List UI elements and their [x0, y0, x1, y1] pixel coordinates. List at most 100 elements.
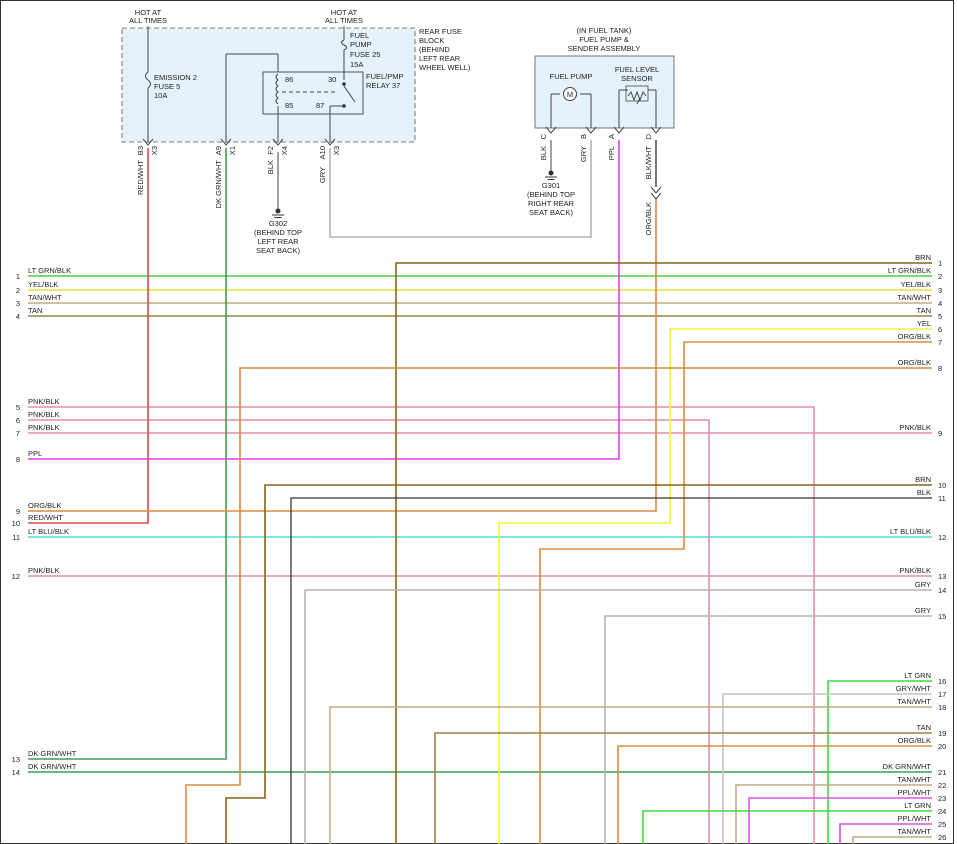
left-wire-label-10: RED/WHT — [28, 513, 63, 522]
g301-label-2: (BEHIND TOP — [527, 190, 575, 199]
pin-b3-label: B3 — [136, 146, 145, 155]
wire-ppl — [28, 140, 620, 460]
tank-label-2: FUEL PUMP & — [579, 35, 629, 44]
right-wire-label-25: PPL/WHT — [898, 814, 932, 823]
emission-fuse-label: EMISSION 2 — [154, 73, 197, 82]
right-wire-label-9: PNK/BLK — [899, 423, 931, 432]
right-wire-number-4: 4 — [938, 299, 942, 308]
g302-label-3: LEFT REAR — [257, 237, 299, 246]
right-wire-label-11: BLK — [917, 488, 931, 497]
left-wire-number-12: 12 — [12, 572, 20, 581]
right-wire-label-12: LT BLU/BLK — [890, 527, 931, 536]
tank-label-3: SENDER ASSEMBLY — [568, 44, 641, 53]
splice-lower-icon — [650, 192, 662, 200]
left-wire-label-2: YEL/BLK — [28, 280, 58, 289]
g301-label: G301 — [542, 181, 560, 190]
right-wire-label-14: GRY — [915, 580, 931, 589]
right-wire-number-15: 15 — [938, 612, 946, 621]
relay-pin-87: 87 — [316, 101, 324, 110]
right-wire-label-8: ORG/BLK — [898, 358, 931, 367]
right-wire-label-7: ORG/BLK — [898, 332, 931, 341]
left-wire-number-9: 9 — [16, 507, 20, 516]
right-wire-label-23: PPL/WHT — [898, 788, 932, 797]
left-wire-label-7: PNK/BLK — [28, 423, 60, 432]
wire-pnk-blk-5 — [28, 406, 815, 844]
wire-tan-wht-26 — [852, 836, 932, 844]
g302-label: G302 — [269, 219, 287, 228]
relay-contact-87 — [342, 104, 346, 108]
left-wire-number-6: 6 — [16, 416, 20, 425]
left-wire-number-10: 10 — [12, 519, 20, 528]
connector-symbols — [142, 126, 662, 200]
wire-pnk-blk-6 — [28, 419, 710, 844]
wire-tan-19 — [434, 732, 932, 844]
left-wire-number-3: 3 — [16, 299, 20, 308]
right-wire-number-8: 8 — [938, 364, 942, 373]
wire-org-blk-splice-label: ORG/BLK — [644, 202, 653, 235]
conn-x1-label: X1 — [228, 146, 237, 155]
connector-a10-icon — [324, 138, 336, 146]
fuel-pump-label: FUEL PUMP — [550, 72, 593, 81]
fuel-pump-fuse-label-4: 15A — [350, 60, 363, 69]
wire-layer — [28, 140, 932, 844]
wire-brn-10 — [225, 484, 932, 844]
right-wire-label-2: LT GRN/BLK — [888, 266, 931, 275]
relay-pin-85: 85 — [285, 101, 293, 110]
right-wire-number-20: 20 — [938, 742, 946, 751]
wire-ppl-wht-25 — [839, 823, 932, 844]
wire-gry-14 — [304, 589, 932, 844]
relay-pin-30: 30 — [328, 75, 336, 84]
hot-at-all-times-label-1b: ALL TIMES — [129, 16, 167, 25]
fuel-pump-sender-assembly — [534, 55, 675, 129]
right-wire-number-3: 3 — [938, 286, 942, 295]
wire-gry-wht-17 — [722, 693, 932, 844]
left-wire-number-13: 13 — [12, 755, 20, 764]
right-wire-number-21: 21 — [938, 768, 946, 777]
wire-gry-sender-label: GRY — [579, 146, 588, 162]
emission-fuse-label-2: FUSE 5 — [154, 82, 180, 91]
fuel-level-sensor-label: FUEL LEVEL — [615, 65, 659, 74]
motor-symbol-label: M — [567, 90, 573, 99]
left-wire-label-14: DK GRN/WHT — [28, 762, 77, 771]
right-wire-number-26: 26 — [938, 833, 946, 842]
left-wire-label-12: PNK/BLK — [28, 566, 60, 575]
connector-d-icon — [650, 126, 662, 134]
left-wire-label-8: PPL — [28, 449, 42, 458]
fuel-level-sensor-icon — [625, 85, 649, 102]
right-wire-number-2: 2 — [938, 272, 942, 281]
tank-label: (IN FUEL TANK) — [577, 26, 632, 35]
ground-wiring — [277, 140, 552, 210]
wire-ppl-sender-label: PPL — [607, 146, 616, 160]
wire-dk-grn-wht-13 — [28, 148, 227, 760]
left-wire-labels: 1LT GRN/BLK2YEL/BLK3TAN/WHT4TAN5PNK/BLK6… — [12, 266, 77, 777]
left-wire-number-1: 1 — [16, 272, 20, 281]
right-wire-number-25: 25 — [938, 820, 946, 829]
emission-fuse-icon — [145, 71, 151, 89]
pin-f2-label: F2 — [266, 146, 275, 155]
right-wire-number-5: 5 — [938, 312, 942, 321]
wire-red-wht-label: RED/WHT — [136, 160, 145, 195]
left-wire-label-13: DK GRN/WHT — [28, 749, 77, 758]
left-wire-number-11: 11 — [12, 533, 20, 542]
left-wire-label-6: PNK/BLK — [28, 410, 60, 419]
right-wire-number-23: 23 — [938, 794, 946, 803]
fuse-block-label: REAR FUSE — [419, 27, 462, 36]
right-wire-number-16: 16 — [938, 677, 946, 686]
wire-red-wht — [28, 148, 149, 524]
right-wire-number-19: 19 — [938, 729, 946, 738]
fuel-pump-fuse-label-2: PUMP — [350, 40, 372, 49]
splice-upper-icon — [650, 186, 662, 194]
left-wire-label-4: TAN — [28, 306, 42, 315]
wire-gry-pump — [329, 140, 592, 238]
connector-b-icon — [585, 126, 597, 134]
pin-a9-label: A9 — [214, 146, 223, 155]
wire-brn-1 — [395, 262, 932, 844]
left-wire-label-1: LT GRN/BLK — [28, 266, 71, 275]
right-wire-label-3: YEL/BLK — [901, 280, 931, 289]
emission-fuse-label-3: 10A — [154, 91, 167, 100]
right-wire-label-18: TAN/WHT — [897, 697, 931, 706]
right-wire-label-6: YEL — [917, 319, 931, 328]
right-wire-label-21: DK GRN/WHT — [883, 762, 932, 771]
